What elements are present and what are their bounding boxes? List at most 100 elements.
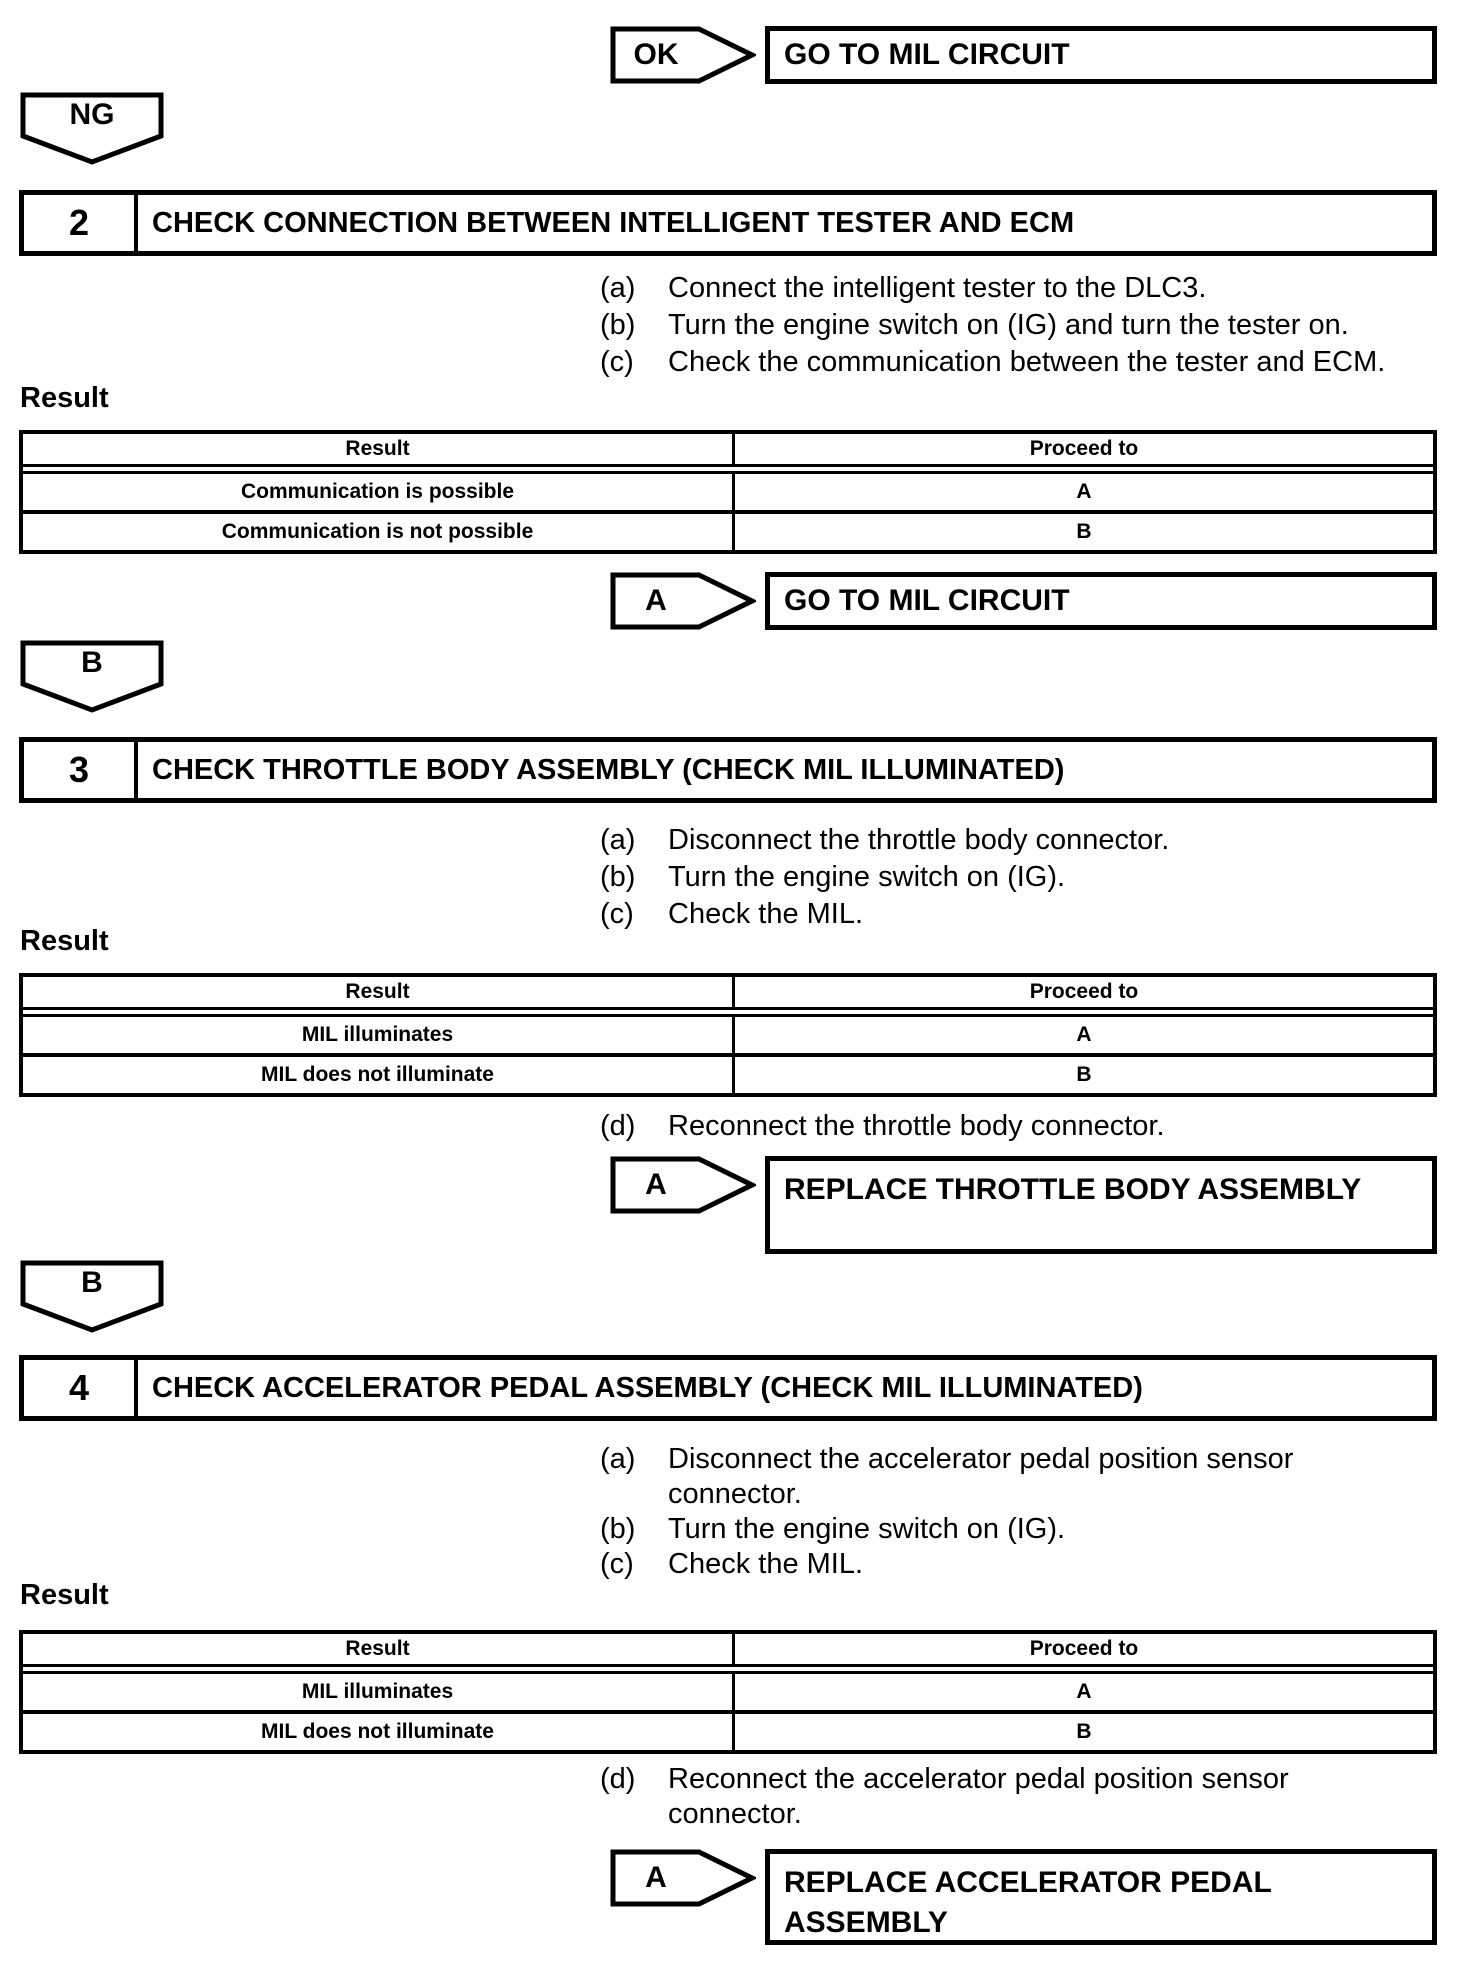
instruction-row: (a) Connect the intelligent tester to th… [600, 270, 1385, 307]
instruction-label: (d) [600, 1763, 636, 1795]
step-4-header: 4 CHECK ACCELERATOR PEDAL ASSEMBLY (CHEC… [19, 1355, 1437, 1421]
connector-label: A [645, 1168, 667, 1201]
table-cell-proceed: B [1076, 1720, 1092, 1743]
connector-ok-arrow: OK [610, 26, 756, 84]
instruction-label: (a) [600, 1443, 636, 1475]
table-cell-proceed: A [1076, 1680, 1092, 1703]
instruction-line: Turn the engine switch on (IG). [668, 1513, 1066, 1545]
instruction-row: (b) Turn the engine switch on (IG). [600, 859, 1169, 896]
right-arrow-pentagon-shape [610, 26, 756, 84]
result-table-step-4: Result Proceed to MIL illuminates A MIL … [19, 1630, 1437, 1754]
instruction-text: Disconnect the throttle body connector. [668, 822, 1169, 859]
action-box-replace-throttle-body: REPLACE THROTTLE BODY ASSEMBLY [765, 1156, 1437, 1254]
action-text: GO TO MIL CIRCUIT [784, 38, 1070, 71]
instruction-row: (d) Reconnect the accelerator pedal posi… [600, 1762, 1289, 1832]
step-3-header: 3 CHECK THROTTLE BODY ASSEMBLY (CHECK MI… [19, 737, 1437, 803]
step-title: CHECK CONNECTION BETWEEN INTELLIGENT TES… [152, 206, 1075, 239]
instruction-text: Turn the engine switch on (IG) and turn … [668, 307, 1349, 344]
action-text-line: ASSEMBLY [784, 1906, 948, 1939]
instruction-line: connector. [668, 1478, 802, 1510]
instruction-row: (c) Check the communication between the … [600, 344, 1385, 381]
action-text: GO TO MIL CIRCUIT [784, 584, 1070, 617]
instruction-label: (b) [600, 1513, 636, 1545]
right-arrow-pentagon-shape [610, 1156, 756, 1214]
instruction-text: Check the MIL. [668, 1547, 863, 1582]
table-header-proceed-to: Proceed to [1029, 980, 1139, 1003]
step-2-instructions: (a) Connect the intelligent tester to th… [600, 270, 1385, 381]
instruction-row: (b) Turn the engine switch on (IG). [600, 1512, 1293, 1547]
table-header-result: Result [23, 1634, 735, 1664]
step-4-instructions: (a) Disconnect the accelerator pedal pos… [600, 1442, 1293, 1582]
connector-a-arrow: A [610, 1156, 756, 1214]
result-label: Result [20, 382, 109, 414]
table-header-result: Result [23, 977, 735, 1007]
action-box-go-to-mil-circuit: GO TO MIL CIRCUIT [765, 26, 1437, 84]
instruction-text: Disconnect the accelerator pedal positio… [668, 1442, 1293, 1512]
down-arrow-pentagon-shape [20, 1260, 164, 1333]
connector-b-arrow: B [20, 1260, 164, 1334]
instruction-text: Check the communication between the test… [668, 344, 1385, 381]
table-row: MIL does not illuminate B [23, 1710, 1433, 1750]
connector-label: NG [69, 98, 115, 131]
table-double-rule [23, 1010, 1433, 1017]
step-title: CHECK ACCELERATOR PEDAL ASSEMBLY (CHECK … [152, 1371, 1143, 1404]
instruction-line: Turn the engine switch on (IG) and turn … [668, 309, 1349, 341]
table-cell-result: MIL illuminates [23, 1017, 735, 1053]
connector-a-arrow: A [610, 1849, 756, 1907]
connector-label: B [81, 1266, 103, 1299]
instruction-label: (c) [600, 346, 634, 378]
table-cell-proceed: B [1076, 1063, 1092, 1086]
step-number: 4 [24, 1360, 138, 1416]
instruction-line: Check the MIL. [668, 1548, 864, 1580]
instruction-row: (a) Disconnect the accelerator pedal pos… [600, 1442, 1293, 1512]
instruction-label: (a) [600, 272, 636, 304]
instruction-line: connector. [668, 1798, 802, 1830]
instruction-label: (c) [600, 1548, 634, 1580]
down-arrow-pentagon-shape [20, 92, 164, 165]
step-number: 2 [24, 195, 138, 251]
table-header-proceed-to: Proceed to [1029, 1637, 1139, 1660]
table-cell-proceed: A [1076, 480, 1092, 503]
result-label: Result [20, 925, 109, 957]
table-header-row: Result Proceed to [23, 434, 1433, 467]
instruction-line: Check the MIL. [668, 898, 864, 930]
table-cell-proceed: B [1076, 520, 1092, 543]
step-2-header: 2 CHECK CONNECTION BETWEEN INTELLIGENT T… [19, 190, 1437, 256]
right-arrow-pentagon-shape [610, 1849, 756, 1907]
instruction-label: (c) [600, 898, 634, 930]
instruction-line: Connect the intelligent tester to the DL… [668, 272, 1207, 304]
instruction-line: Disconnect the accelerator pedal positio… [668, 1443, 1294, 1475]
step-number: 3 [24, 742, 138, 798]
table-row: Communication is possible A [23, 474, 1433, 510]
instruction-line: Disconnect the throttle body connector. [668, 824, 1170, 856]
table-header-row: Result Proceed to [23, 977, 1433, 1010]
action-box-replace-accelerator-pedal: REPLACE ACCELERATOR PEDAL ASSEMBLY [765, 1849, 1437, 1945]
table-row: MIL illuminates A [23, 1017, 1433, 1053]
connector-label: A [645, 1861, 667, 1894]
action-box-go-to-mil-circuit: GO TO MIL CIRCUIT [765, 572, 1437, 630]
table-cell-result: MIL does not illuminate [23, 1057, 735, 1093]
connector-b-arrow: B [20, 640, 164, 714]
instruction-row: (c) Check the MIL. [600, 1547, 1293, 1582]
right-arrow-pentagon-shape [610, 572, 756, 630]
table-cell-result: MIL illuminates [23, 1674, 735, 1710]
table-double-rule [23, 467, 1433, 474]
instruction-text: Turn the engine switch on (IG). [668, 859, 1065, 896]
instruction-text: Turn the engine switch on (IG). [668, 1512, 1065, 1547]
step-3-instructions: (a) Disconnect the throttle body connect… [600, 822, 1169, 933]
table-cell-proceed: A [1076, 1023, 1092, 1046]
instruction-label: (d) [600, 1110, 636, 1142]
instruction-label: (b) [600, 861, 636, 893]
connector-a-arrow: A [610, 572, 756, 630]
instruction-text: Reconnect the accelerator pedal position… [668, 1762, 1289, 1832]
connector-label: A [645, 584, 667, 617]
instruction-row: (a) Disconnect the throttle body connect… [600, 822, 1169, 859]
step-4-post-instruction: (d) Reconnect the accelerator pedal posi… [600, 1762, 1289, 1832]
instruction-text: Check the MIL. [668, 896, 863, 933]
table-row: MIL does not illuminate B [23, 1053, 1433, 1093]
connector-label: OK [633, 38, 679, 71]
result-table-step-2: Result Proceed to Communication is possi… [19, 430, 1437, 554]
instruction-line: Reconnect the accelerator pedal position… [668, 1763, 1289, 1795]
connector-label: B [81, 646, 103, 679]
